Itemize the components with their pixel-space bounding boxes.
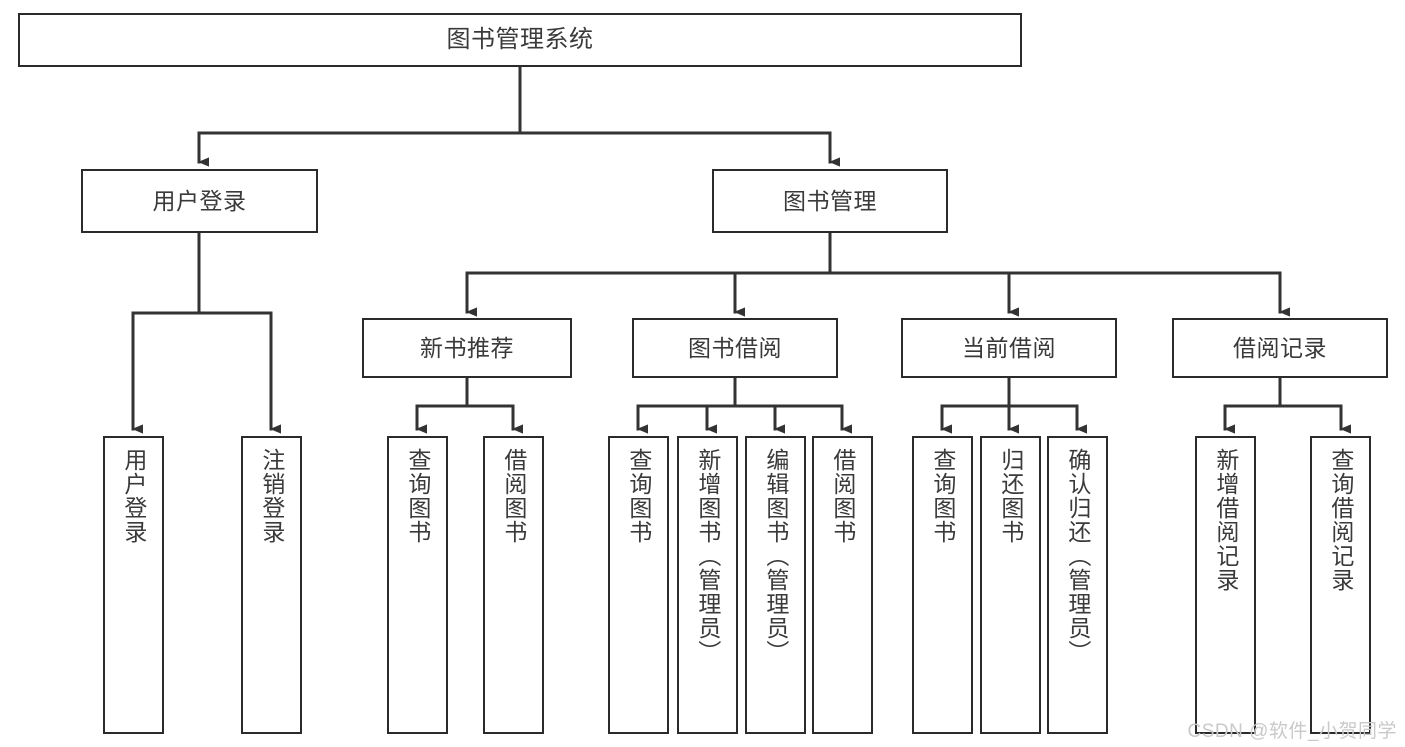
node-user-login[interactable]: 用户登录 (81, 169, 318, 233)
node-leaf-confirm-return[interactable]: 确认归还（管理员） (1047, 436, 1108, 734)
node-leaf-borrow-book-2[interactable]: 借阅图书 (812, 436, 873, 734)
node-borrow-record[interactable]: 借阅记录 (1172, 318, 1388, 378)
node-leaf-edit-book-label: 编辑图书（管理员） (762, 448, 789, 664)
node-leaf-query-book-3-label: 查询图书 (929, 448, 956, 544)
node-current-borrow[interactable]: 当前借阅 (901, 318, 1117, 378)
node-leaf-edit-book[interactable]: 编辑图书（管理员） (745, 436, 806, 734)
node-leaf-query-book-1-label: 查询图书 (404, 448, 431, 544)
node-root[interactable]: 图书管理系统 (18, 13, 1022, 67)
node-book-borrow-label: 图书借阅 (688, 334, 782, 361)
node-leaf-logout-login[interactable]: 注销登录 (241, 436, 302, 734)
node-leaf-borrow-book-2-label: 借阅图书 (829, 448, 856, 544)
node-root-label: 图书管理系统 (446, 26, 594, 53)
node-book-borrow[interactable]: 图书借阅 (632, 318, 838, 378)
node-book-management-label: 图书管理 (783, 187, 877, 214)
node-leaf-logout-login-label: 注销登录 (258, 448, 285, 544)
node-new-book-recommend[interactable]: 新书推荐 (362, 318, 572, 378)
node-new-book-recommend-label: 新书推荐 (420, 334, 514, 361)
node-leaf-return-book[interactable]: 归还图书 (980, 436, 1041, 734)
node-leaf-query-book-2-label: 查询图书 (625, 448, 652, 544)
node-leaf-add-book-label: 新增图书（管理员） (694, 448, 721, 664)
node-current-borrow-label: 当前借阅 (962, 334, 1056, 361)
node-leaf-query-borrow-record-label: 查询借阅记录 (1327, 448, 1354, 592)
watermark: CSDN @软件_小贺同学 (1187, 721, 1397, 742)
node-user-login-label: 用户登录 (152, 187, 247, 214)
node-leaf-query-book-2[interactable]: 查询图书 (608, 436, 669, 734)
node-leaf-return-book-label: 归还图书 (997, 448, 1024, 544)
node-leaf-user-login[interactable]: 用户登录 (103, 436, 164, 734)
node-leaf-confirm-return-label: 确认归还（管理员） (1064, 448, 1091, 664)
node-leaf-user-login-label: 用户登录 (120, 448, 147, 544)
node-book-management[interactable]: 图书管理 (712, 169, 948, 233)
node-leaf-add-borrow-record-label: 新增借阅记录 (1212, 448, 1239, 592)
node-leaf-query-borrow-record[interactable]: 查询借阅记录 (1310, 436, 1371, 734)
node-leaf-query-book-3[interactable]: 查询图书 (912, 436, 973, 734)
node-leaf-add-book[interactable]: 新增图书（管理员） (677, 436, 738, 734)
node-leaf-borrow-book-1-label: 借阅图书 (500, 448, 527, 544)
node-leaf-add-borrow-record[interactable]: 新增借阅记录 (1195, 436, 1256, 734)
node-leaf-query-book-1[interactable]: 查询图书 (387, 436, 448, 734)
node-leaf-borrow-book-1[interactable]: 借阅图书 (483, 436, 544, 734)
node-borrow-record-label: 借阅记录 (1233, 334, 1327, 361)
